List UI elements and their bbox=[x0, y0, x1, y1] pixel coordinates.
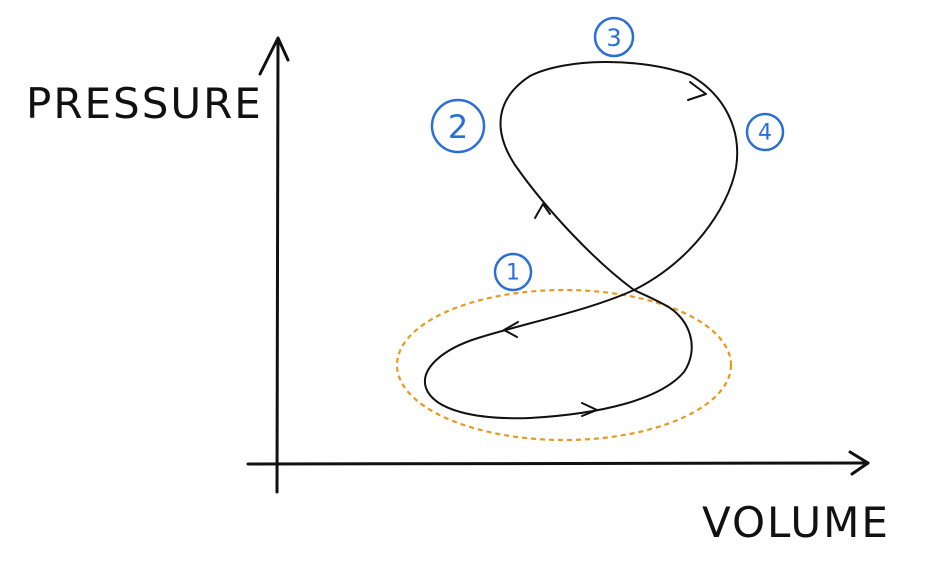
axes bbox=[246, 36, 870, 494]
stage-marker-3-label: 3 bbox=[606, 24, 621, 52]
upper-loop bbox=[499, 61, 739, 291]
stage-marker-1: 1 bbox=[493, 252, 533, 292]
stage-marker-4-circle bbox=[745, 112, 785, 152]
direction-arrows bbox=[503, 81, 707, 417]
stage-marker-3: 3 bbox=[593, 16, 635, 58]
x-axis-arrowhead bbox=[848, 450, 870, 476]
stage-marker-4-label: 4 bbox=[758, 121, 772, 146]
arrow-upper-left bbox=[534, 203, 551, 219]
stage-marker-2-label: 2 bbox=[448, 108, 468, 146]
stage-marker-4: 4 bbox=[745, 112, 785, 152]
arrow-lower-top bbox=[503, 321, 519, 338]
stage-marker-2-circle bbox=[430, 98, 486, 154]
y-axis-arrowhead bbox=[258, 36, 290, 76]
arrow-upper-top bbox=[687, 81, 707, 101]
x-axis-label: VOLUME bbox=[702, 498, 890, 547]
stage-marker-3-circle bbox=[593, 16, 635, 58]
lower-loop bbox=[423, 289, 693, 420]
y-axis bbox=[275, 38, 280, 494]
stage-marker-1-label: 1 bbox=[506, 261, 520, 286]
lower-loop-highlight bbox=[395, 288, 733, 442]
stage-marker-2: 2 bbox=[430, 98, 486, 154]
stage-marker-1-circle bbox=[493, 252, 533, 292]
x-axis bbox=[246, 461, 870, 466]
arrow-lower-bottom bbox=[581, 402, 598, 417]
y-axis-label: PRESSURE bbox=[26, 79, 263, 128]
